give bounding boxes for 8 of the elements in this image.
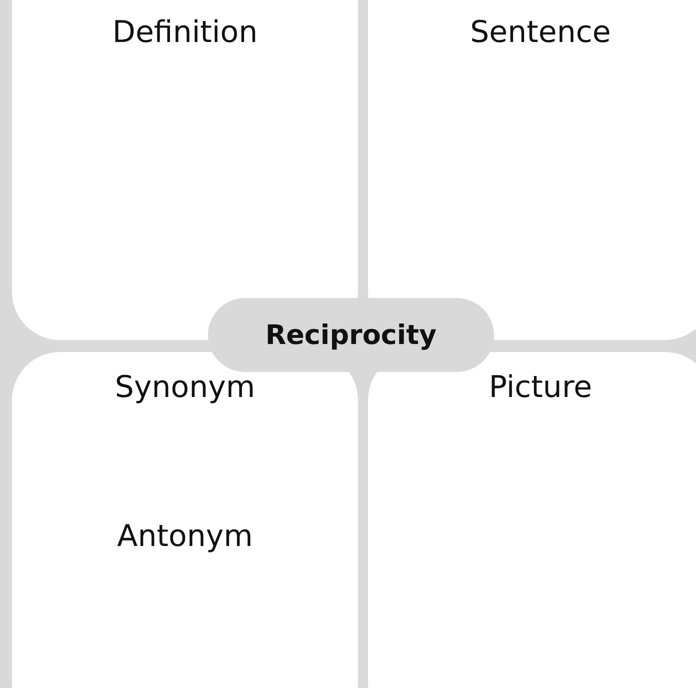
synonym-card	[12, 352, 358, 688]
heading: Sentence	[469, 15, 612, 50]
term-word: Reciprocity	[265, 320, 437, 350]
picture-card	[368, 352, 696, 688]
heading: Antonym	[116, 519, 254, 554]
heading: Definition	[111, 15, 259, 50]
heading: Picture	[488, 370, 594, 405]
heading: Synonym	[114, 370, 256, 405]
